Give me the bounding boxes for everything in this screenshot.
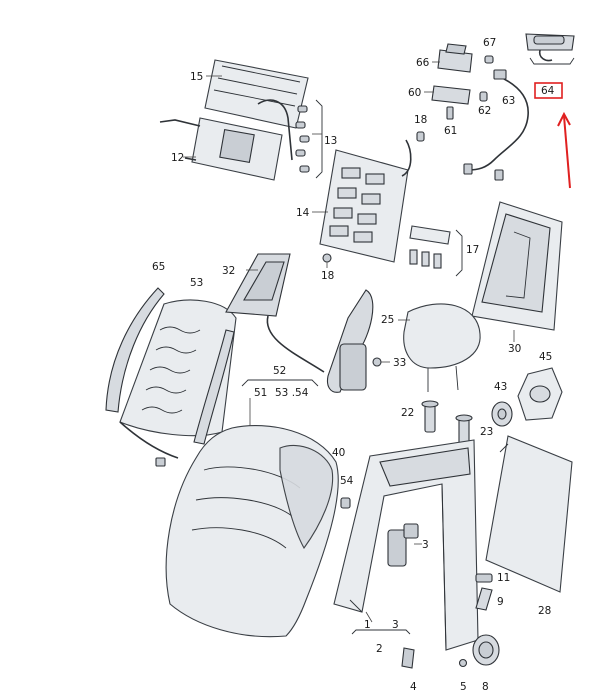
part-62-screw	[479, 91, 488, 102]
callout-labels: 15 12 13 14 18 18 17 66 67 60 61 62 63 6…	[152, 37, 555, 693]
part-12-lumbar-mat	[159, 99, 293, 181]
group-2-bracket	[351, 629, 411, 635]
label-12: 12	[171, 152, 184, 164]
highlight-arrow	[557, 111, 571, 189]
label-17: 17	[466, 244, 479, 256]
part-67-clip	[484, 55, 494, 64]
part-18-screw-mid	[322, 253, 332, 268]
part-8-knob	[472, 634, 500, 666]
part-66-module	[432, 43, 473, 73]
part-4-lever	[401, 647, 415, 669]
label-25: 25	[381, 314, 394, 326]
part-61-screw	[446, 106, 454, 120]
label-61: 61	[444, 125, 457, 137]
label-33: 33	[393, 357, 406, 369]
label-2: 2	[376, 643, 383, 655]
label-40: 40	[332, 447, 345, 459]
part-53-cushion-foam	[119, 299, 237, 467]
label-13: 13	[324, 135, 337, 147]
part-63-harness	[463, 69, 529, 181]
label-28: 28	[538, 605, 551, 617]
label-22: 22	[401, 407, 414, 419]
part-18-screw-top	[416, 131, 425, 142]
label-18-mid: 18	[321, 270, 334, 282]
label-18-top: 18	[414, 114, 427, 126]
part-54-clip	[340, 497, 351, 509]
part-13-clips	[295, 99, 323, 179]
highlight-box-part-64	[534, 82, 563, 99]
label-1: 1	[364, 619, 371, 631]
part-5-screw	[458, 658, 468, 668]
part-30-rear-cover	[471, 201, 563, 342]
label-5: 5	[460, 681, 467, 693]
label-62: 62	[478, 105, 491, 117]
part-1-seat-frame	[333, 439, 479, 651]
label-32: 32	[222, 265, 235, 277]
label-52: 52	[273, 365, 286, 377]
label-11: 11	[497, 572, 510, 584]
group-52-bracket	[241, 379, 319, 387]
label-53-54: 53 .54	[275, 387, 309, 399]
label-65: 65	[152, 261, 165, 273]
label-53-foam: 53	[190, 277, 203, 289]
label-66: 66	[416, 57, 430, 69]
part-15-backrest-panel	[204, 59, 309, 129]
part-28-back-panel	[485, 435, 573, 593]
label-3-inner: 3	[422, 539, 429, 551]
part-33-side-module	[326, 289, 390, 393]
label-43: 43	[494, 381, 507, 393]
part-9-bracket	[475, 587, 493, 611]
label-9: 9	[497, 596, 504, 608]
label-14: 14	[296, 207, 310, 219]
part-14-spring-frame	[312, 139, 412, 263]
label-45: 45	[539, 351, 552, 363]
part-22-guide	[421, 400, 439, 433]
part-45-pad	[517, 367, 563, 421]
label-54: 54	[340, 475, 354, 487]
label-63: 63	[502, 95, 515, 107]
label-51: 51	[254, 387, 267, 399]
label-30: 30	[508, 343, 521, 355]
part-43-bushing	[491, 401, 513, 427]
label-23: 23	[480, 426, 493, 438]
part-32-side-bracket	[225, 253, 325, 373]
part-17-pads	[409, 225, 463, 277]
label-4: 4	[410, 681, 417, 693]
label-8: 8	[482, 681, 489, 693]
part-60-bracket	[424, 85, 471, 105]
part-23-guide	[455, 414, 473, 449]
part-64-switch	[525, 33, 575, 65]
label-3: 3	[392, 619, 399, 631]
label-15: 15	[190, 71, 203, 83]
part-65-side-trim	[105, 287, 165, 413]
label-67: 67	[483, 37, 496, 49]
label-64: 64	[541, 85, 555, 97]
label-60: 60	[408, 87, 421, 99]
part-11-bracket	[475, 573, 493, 583]
part-51-seat-cover	[165, 398, 339, 638]
part-25-headrest	[398, 303, 481, 392]
